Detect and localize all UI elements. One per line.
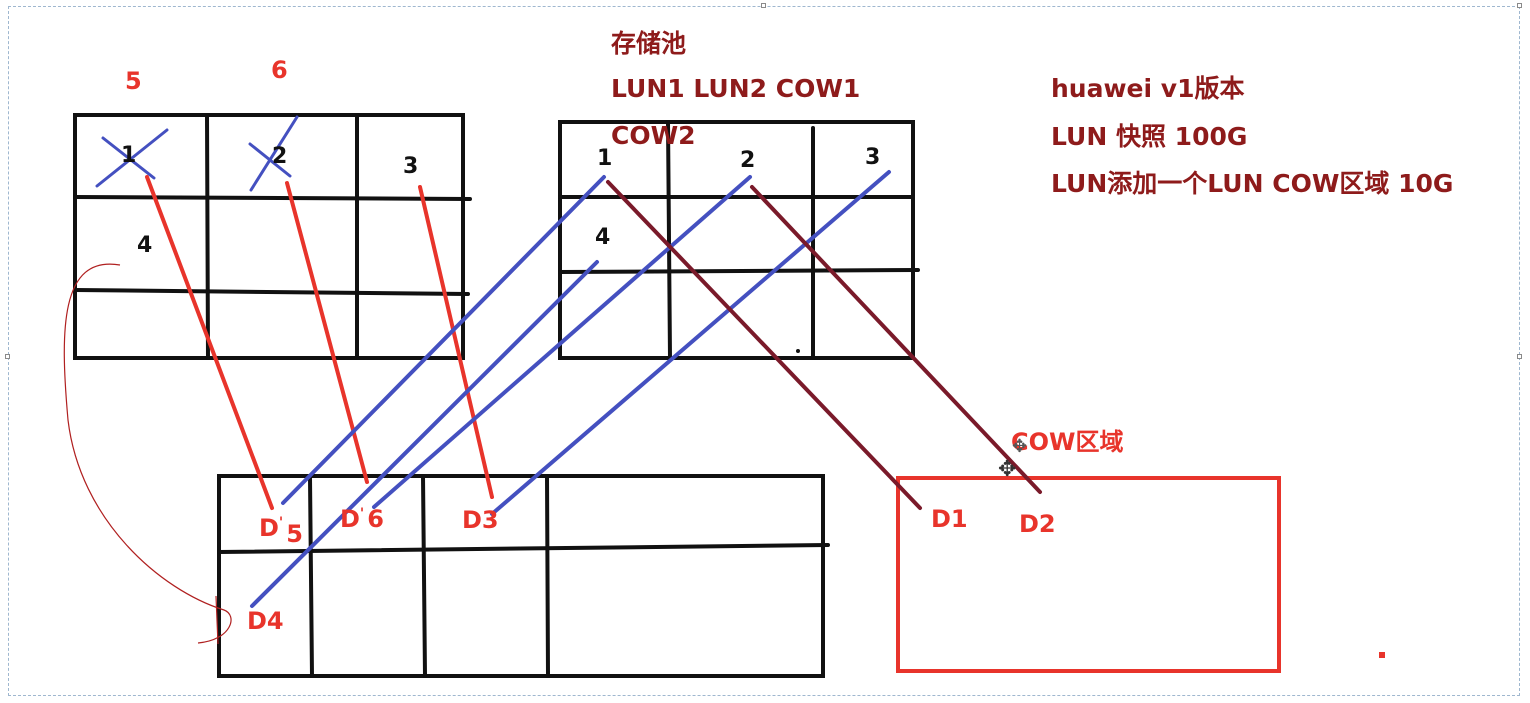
- left-grid-row-line-2: [73, 288, 470, 296]
- left-grid-label-6: 6: [271, 56, 288, 84]
- snapshot-grid-cell-4: 4: [595, 225, 611, 250]
- snapshot-grid: [558, 120, 920, 360]
- snapshot-grid-cell-2: 2: [740, 148, 756, 173]
- storage-grid: [217, 474, 830, 678]
- cow-area-size-note: LUN添加一个LUN COW区域 10G: [1051, 169, 1454, 198]
- blue-mapping-lines: [250, 170, 891, 608]
- storage-label-d6-prefix: D: [340, 505, 360, 533]
- storage-pool-line-2: COW2: [611, 121, 696, 150]
- cow-area-d1: D1: [931, 505, 968, 533]
- storage-grid-col-line-2: [421, 474, 427, 678]
- cross-mark-2-a: [249, 115, 299, 192]
- storage-grid-row-line: [217, 543, 830, 554]
- storage-label-d6-mark: ': [359, 506, 365, 522]
- storage-label-d5-num: 5: [286, 520, 303, 548]
- storage-grid-border: [217, 474, 825, 678]
- left-grid-cell-1: 1: [121, 143, 137, 168]
- storage-label-d5-mark: ': [278, 515, 284, 531]
- red-line-3-to-d3: [418, 185, 494, 499]
- red-line-1-to-d5: [145, 175, 274, 510]
- left-grid: [73, 113, 472, 360]
- cross-mark-1-a: [95, 128, 169, 188]
- snapshot-grid-cell-1: 1: [597, 146, 613, 171]
- left-grid-label-5: 5: [125, 67, 142, 95]
- left-grid-cell-4: 4: [137, 233, 153, 258]
- storage-label-d6: D'6: [340, 507, 384, 531]
- frame-handle-left-middle[interactable]: [5, 354, 10, 359]
- maroon-line-s2-to-d2: [750, 185, 1042, 494]
- left-grid-cell-2: 2: [272, 144, 288, 169]
- blue-line-s1-to-d5: [281, 175, 606, 505]
- maroon-line-s1-to-d1: [606, 180, 922, 510]
- frame-handle-top-right[interactable]: [1517, 3, 1522, 8]
- left-grid-row-line-1: [73, 195, 472, 201]
- cross-mark-1-b: [101, 136, 156, 180]
- storage-grid-col-line-1: [308, 476, 314, 678]
- blue-line-s3-to-d3: [490, 170, 891, 516]
- storage-label-d6-num: 6: [367, 505, 384, 533]
- frame-handle-right-middle[interactable]: [1517, 354, 1522, 359]
- frame-handle-top-middle[interactable]: [761, 3, 766, 8]
- move-cursor-icon-secondary: ✥: [1012, 436, 1028, 457]
- left-grid-col-line-1: [205, 113, 210, 360]
- move-cursor-icon: ✥: [998, 457, 1017, 482]
- left-grid-cell-3: 3: [403, 154, 419, 179]
- blue-line-s2-to-d6: [372, 175, 752, 509]
- snapshot-grid-dot: [796, 349, 800, 353]
- storage-label-d4: D4: [247, 607, 284, 635]
- cow-area-title: COW区域: [1011, 428, 1124, 456]
- curve-tick-mark: [215, 595, 219, 645]
- cross-mark-2-b: [248, 142, 292, 178]
- storage-label-d5-prefix: D: [259, 514, 279, 542]
- snapshot-grid-col-line-1: [666, 120, 672, 360]
- red-dot: [1379, 652, 1385, 658]
- cross-marks: [95, 115, 299, 192]
- storage-pool-title: 存储池: [611, 29, 687, 58]
- snapshot-size-note: LUN 快照 100G: [1051, 122, 1248, 151]
- storage-label-d3: D3: [462, 506, 499, 534]
- curved-annotation-line: [63, 263, 232, 644]
- cow-area-box: [896, 476, 1281, 673]
- snapshot-grid-row-line-2: [558, 268, 920, 274]
- blue-line-s4-to-d4: [250, 260, 599, 608]
- cow-area-d2: D2: [1019, 510, 1056, 538]
- storage-grid-col-line-3: [545, 474, 550, 678]
- version-note: huawei v1版本: [1051, 74, 1245, 103]
- maroon-mapping-lines: [606, 180, 1042, 510]
- left-grid-border: [73, 113, 465, 360]
- storage-pool-line-1: LUN1 LUN2 COW1: [611, 74, 861, 103]
- snapshot-grid-border: [558, 120, 915, 360]
- snapshot-grid-cell-3: 3: [865, 145, 881, 170]
- storage-label-d5: D'5: [259, 514, 303, 546]
